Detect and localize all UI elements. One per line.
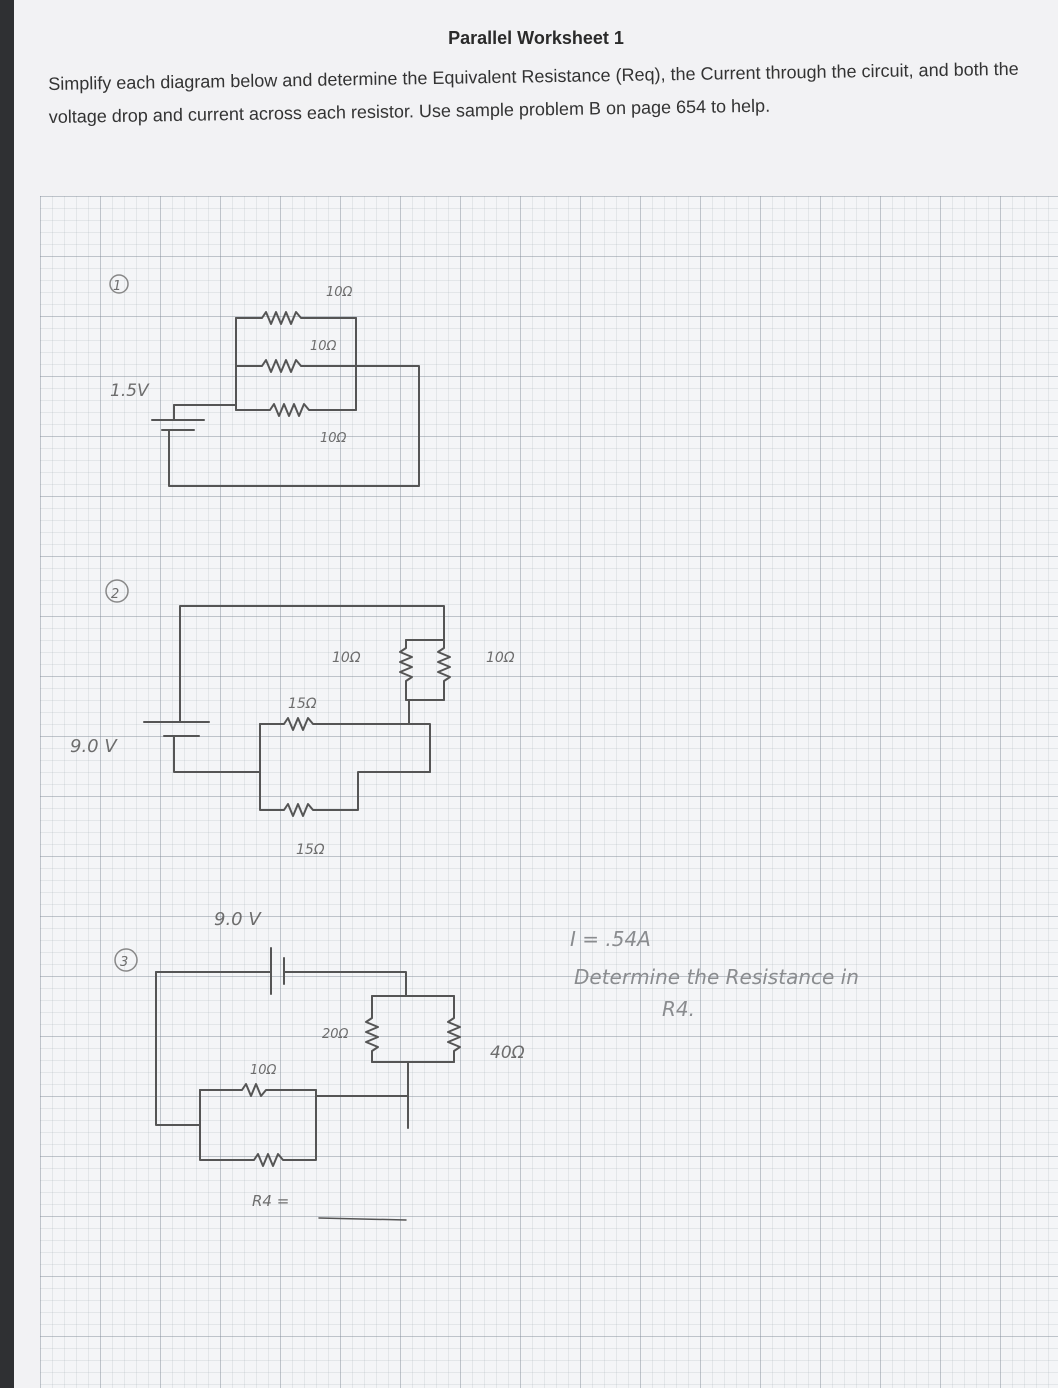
- current-note: I = .54A: [570, 927, 651, 951]
- wire: [179, 605, 445, 723]
- wire: [283, 971, 407, 997]
- resistor-3b: [365, 995, 379, 1063]
- resistor-2d: [259, 723, 431, 817]
- circuit-1: [109, 274, 420, 487]
- graph-paper: [40, 196, 1058, 1388]
- battery-2-voltage: 9.0 V: [70, 736, 118, 757]
- resistor-1b: [235, 359, 357, 373]
- resistor-2c-label: 15Ω: [288, 696, 317, 712]
- problem-2-number-circle: [105, 579, 129, 603]
- resistor-3c-label: 40Ω: [490, 1043, 525, 1063]
- circuit-2: [105, 579, 451, 817]
- circuit-3: [114, 947, 461, 1221]
- worksheet-page: Parallel Worksheet 1 Simplify each diagr…: [14, 0, 1058, 1388]
- worksheet-title: Parallel Worksheet 1: [448, 28, 624, 48]
- resistor-3a-label: 10Ω: [250, 1063, 277, 1078]
- circuit-3-labels: 9.0 V 10Ω 20Ω 40Ω R4 = I = .54A Determin…: [214, 909, 859, 1210]
- wire: [155, 971, 201, 1126]
- wire: [173, 404, 237, 411]
- problem-1-number-circle: [109, 274, 129, 294]
- resistor-1b-label: 10Ω: [310, 339, 337, 354]
- wire: [168, 365, 420, 487]
- answer-blank: [318, 1217, 407, 1221]
- problem-1-number: 1: [113, 279, 121, 294]
- resistor-2a: [399, 639, 413, 701]
- resistor-3-r4-label: R4 =: [252, 1192, 289, 1210]
- resistor-1c-label: 10Ω: [320, 431, 347, 446]
- circuit-drawings: 1 2 3 1.5V 10Ω 10Ω 10Ω 9.0 V 10Ω 10Ω 15Ω…: [70, 274, 859, 1221]
- task-note-line2: R4.: [662, 997, 695, 1021]
- problem-3-number-circle: [114, 948, 138, 972]
- resistor-3a: [199, 1083, 317, 1097]
- circuit-2-labels: 9.0 V 10Ω 10Ω 15Ω 15Ω: [70, 650, 515, 858]
- problem-3-number: 3: [120, 955, 128, 970]
- wire: [173, 735, 261, 773]
- resistor-1a: [235, 311, 357, 325]
- resistor-3-r4: [199, 1089, 317, 1167]
- task-note-line1: Determine the Resistance in: [574, 965, 859, 989]
- resistor-3b-label: 20Ω: [322, 1027, 349, 1042]
- resistor-2b-label: 10Ω: [486, 650, 515, 666]
- resistor-1a-label: 10Ω: [326, 285, 353, 300]
- wire: [235, 317, 255, 411]
- resistor-2c: [259, 717, 431, 773]
- resistor-1c: [253, 403, 357, 417]
- resistor-3c: [447, 995, 461, 1063]
- resistor-2d-label: 15Ω: [296, 842, 325, 858]
- battery-3-voltage: 9.0 V: [214, 909, 262, 930]
- battery-1-voltage: 1.5V: [110, 381, 150, 401]
- problem-2-number: 2: [111, 587, 119, 602]
- circuit-1-labels: 1.5V 10Ω 10Ω 10Ω: [110, 285, 353, 446]
- wire: [315, 1061, 409, 1097]
- problem-labels: 1 2 3: [111, 279, 128, 970]
- resistor-2b: [437, 639, 451, 701]
- resistor-2a-label: 10Ω: [332, 650, 361, 666]
